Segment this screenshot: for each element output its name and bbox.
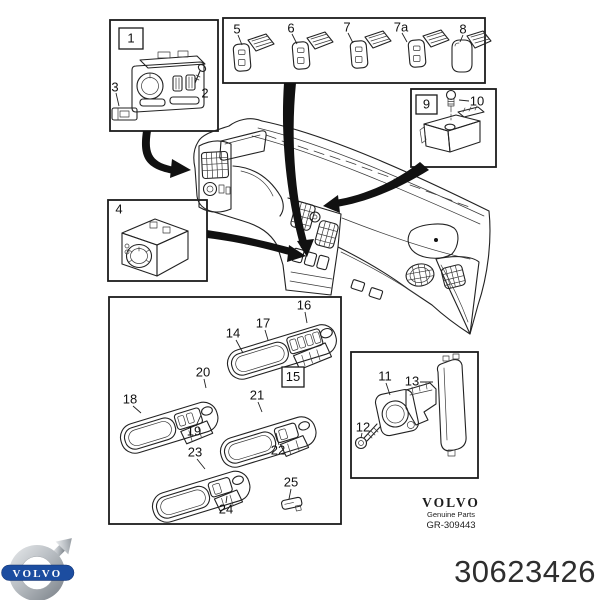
location-dot <box>434 238 438 242</box>
box-relay-module <box>410 88 497 168</box>
rubber-boot-art <box>436 353 467 457</box>
panel-front-driver <box>226 324 337 380</box>
arrow-module-to-dash <box>323 162 429 213</box>
callout-8: 8 <box>459 21 466 36</box>
headlight-switch-art: 1 3 2 <box>111 27 209 121</box>
part-number: 30623426 <box>454 554 596 589</box>
vent-grille-icon <box>200 150 230 180</box>
box-switch-row <box>222 17 486 84</box>
callout-3: 3 <box>111 79 118 94</box>
callout-23: 23 <box>188 444 202 459</box>
switch-6-art <box>291 31 334 70</box>
round-vent-icon <box>405 263 435 287</box>
callout-12: 12 <box>356 419 370 434</box>
box-headlight-switch <box>109 19 219 132</box>
box-dimmer-switch <box>107 199 208 282</box>
logo-text: VOLVO <box>13 568 63 580</box>
volvo-logo: VOLVO <box>1 538 75 600</box>
callout-16: 16 <box>297 297 311 312</box>
callout-17: 17 <box>256 315 270 330</box>
callout-5: 5 <box>233 21 240 36</box>
callout-21: 21 <box>250 387 264 402</box>
cover-clip-art <box>281 496 303 512</box>
arrow-dimmer-to-dash <box>207 230 306 262</box>
box-mirror-switch <box>350 351 479 479</box>
genuine-parts-stamp: VOLVO Genuine Parts GR-309443 <box>392 495 510 531</box>
relay-module-art: 9 10 <box>415 89 485 153</box>
callout-15-box <box>281 366 305 388</box>
center-vent-right <box>314 220 339 249</box>
callout-24: 24 <box>219 501 233 516</box>
callout-11: 11 <box>378 368 392 383</box>
panel-rear-center <box>151 470 251 523</box>
panel-rear-right <box>219 416 317 468</box>
callout-1: 1 <box>127 30 134 45</box>
stamp-code: GR-309443 <box>426 520 476 531</box>
callout-1-box <box>118 27 144 50</box>
callout-4: 4 <box>115 201 122 216</box>
stamp-subtitle: Genuine Parts <box>427 510 475 519</box>
side-vent-icon <box>440 264 466 290</box>
callout-7: 7 <box>343 19 350 34</box>
callout-9-box <box>415 94 438 115</box>
callout-9: 9 <box>423 96 430 111</box>
arrow-box1-to-dash <box>141 131 191 178</box>
bulb-icon <box>445 89 457 111</box>
blank-plug-art <box>451 30 492 73</box>
dimmer-switch-art: 4 <box>115 201 189 277</box>
dashboard-illustration <box>193 118 491 335</box>
connector-icon <box>111 107 138 121</box>
callout-15: 15 <box>286 369 300 384</box>
mirror-switch-art: 11 12 13 <box>354 353 467 457</box>
callout-19: 19 <box>187 423 201 438</box>
switch-7-art <box>349 30 392 69</box>
callout-10: 10 <box>470 93 484 108</box>
box-door-panels <box>108 296 342 525</box>
callout-6: 6 <box>287 20 294 35</box>
panel-rear-left <box>119 401 219 454</box>
callout-14: 14 <box>226 325 240 340</box>
switch-5-art <box>232 33 275 72</box>
callout-22: 22 <box>271 442 285 457</box>
callout-20: 20 <box>196 364 210 379</box>
screw-icon <box>194 64 207 84</box>
callout-18: 18 <box>123 391 137 406</box>
stamp-brand: VOLVO <box>422 495 480 510</box>
logo-banner <box>1 564 75 581</box>
arrow-switchrow-to-dash <box>282 83 314 257</box>
callout-13: 13 <box>405 373 419 388</box>
callout-25: 25 <box>284 474 298 489</box>
switch-7a-art <box>407 29 450 68</box>
callout-2: 2 <box>201 85 208 100</box>
callout-7a: 7a <box>394 19 409 34</box>
